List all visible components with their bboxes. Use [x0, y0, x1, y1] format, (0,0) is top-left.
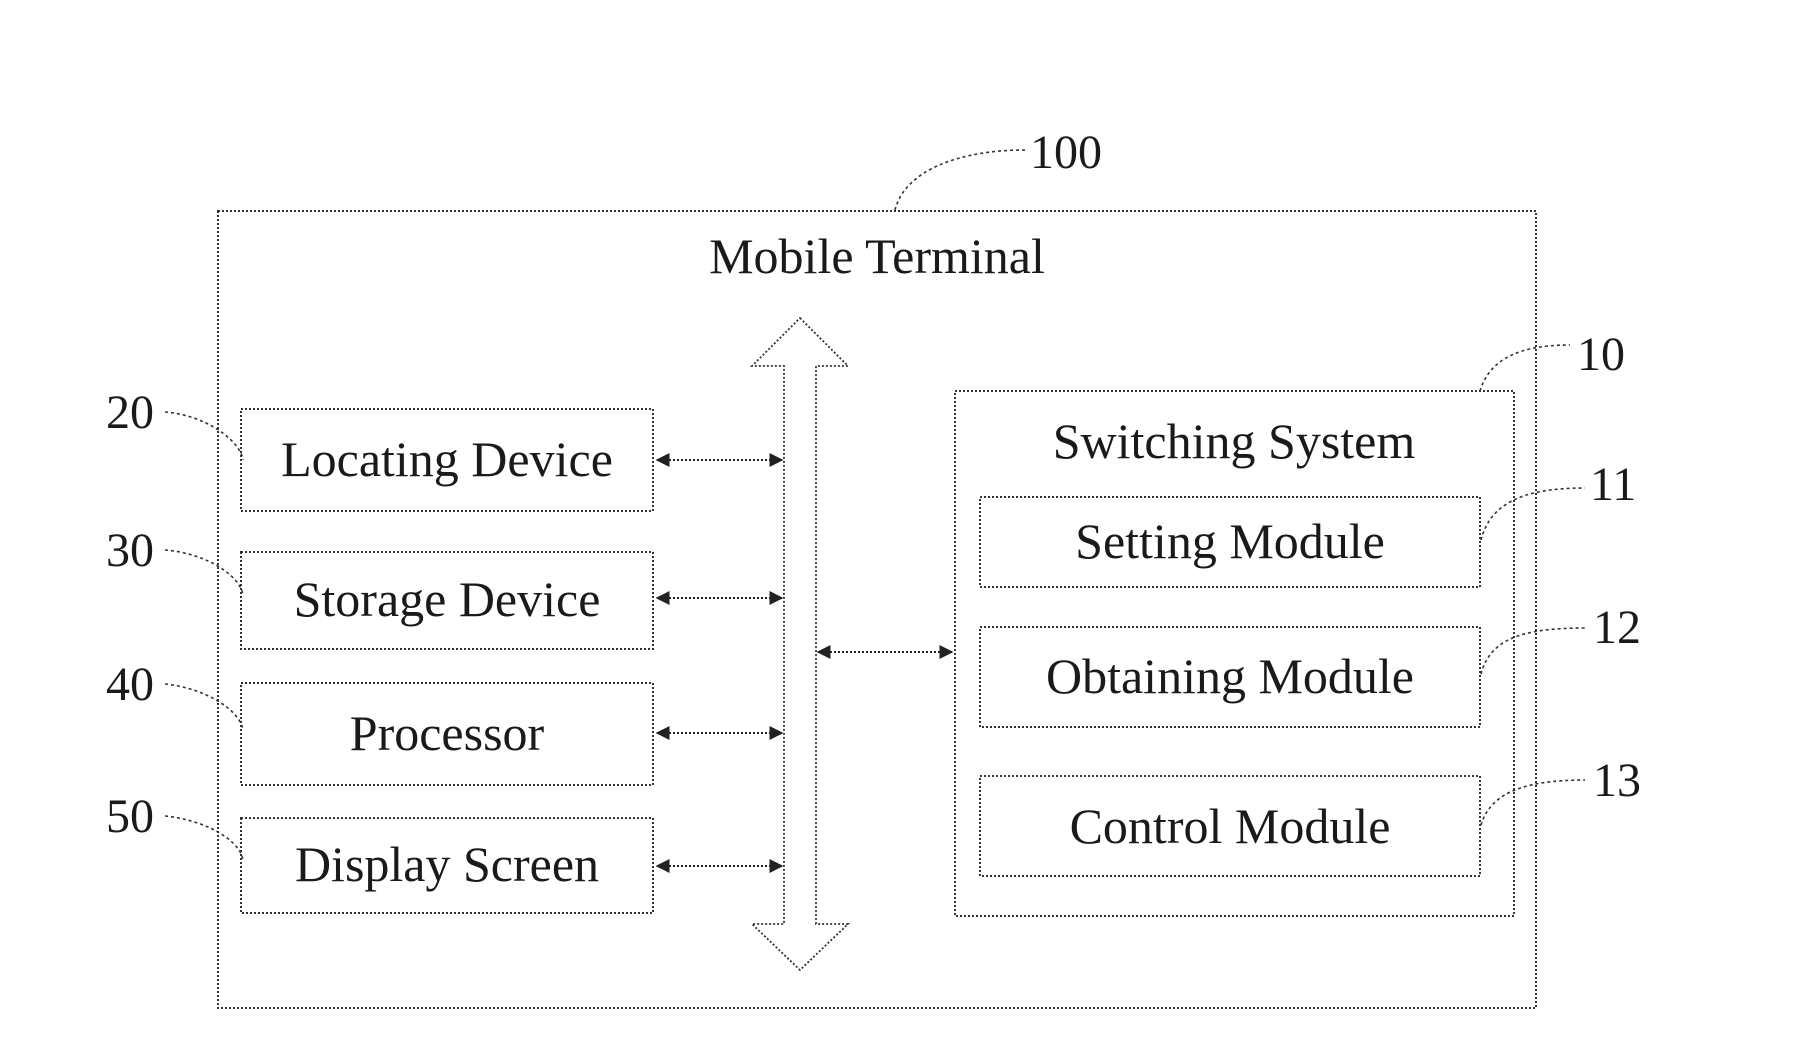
module-obtaining: Obtaining Module [980, 627, 1480, 727]
system-bus-arrow [752, 318, 848, 970]
device-storage: Storage Device [241, 552, 653, 649]
ref-30-leader [165, 550, 243, 595]
ref-30-label: 30 [106, 524, 154, 577]
ref-12-leader [1481, 628, 1585, 674]
ref-12-label: 12 [1593, 601, 1641, 654]
switching-system-title: Switching System [1053, 413, 1416, 469]
ref-11-label: 11 [1590, 458, 1636, 511]
ref-11-leader [1481, 488, 1585, 540]
device-display: Display Screen [241, 818, 653, 913]
device-processor: Processor [241, 683, 653, 785]
storage-device-label: Storage Device [294, 571, 601, 627]
control-module-label: Control Module [1070, 798, 1391, 854]
ref-100-label: 100 [1030, 126, 1102, 179]
ref-20-label: 20 [106, 386, 154, 439]
setting-module-label: Setting Module [1075, 513, 1385, 569]
ref-13-leader [1481, 780, 1585, 825]
locating-device-label: Locating Device [281, 431, 613, 487]
device-locating: Locating Device [241, 409, 653, 511]
ref-10-leader [1480, 345, 1570, 391]
ref-50-leader [165, 816, 243, 860]
ref-20-leader [165, 412, 243, 460]
display-screen-label: Display Screen [295, 836, 599, 892]
ref-13-label: 13 [1593, 754, 1641, 807]
ref-10-label: 10 [1577, 328, 1625, 381]
ref-40-leader [165, 684, 243, 730]
module-setting: Setting Module [980, 497, 1480, 587]
ref-50-label: 50 [106, 790, 154, 843]
processor-label: Processor [350, 705, 545, 761]
obtaining-module-label: Obtaining Module [1046, 648, 1414, 704]
module-control: Control Module [980, 776, 1480, 876]
mobile-terminal-title: Mobile Terminal [709, 228, 1045, 284]
ref-100-leader [895, 150, 1025, 210]
ref-40-label: 40 [106, 658, 154, 711]
